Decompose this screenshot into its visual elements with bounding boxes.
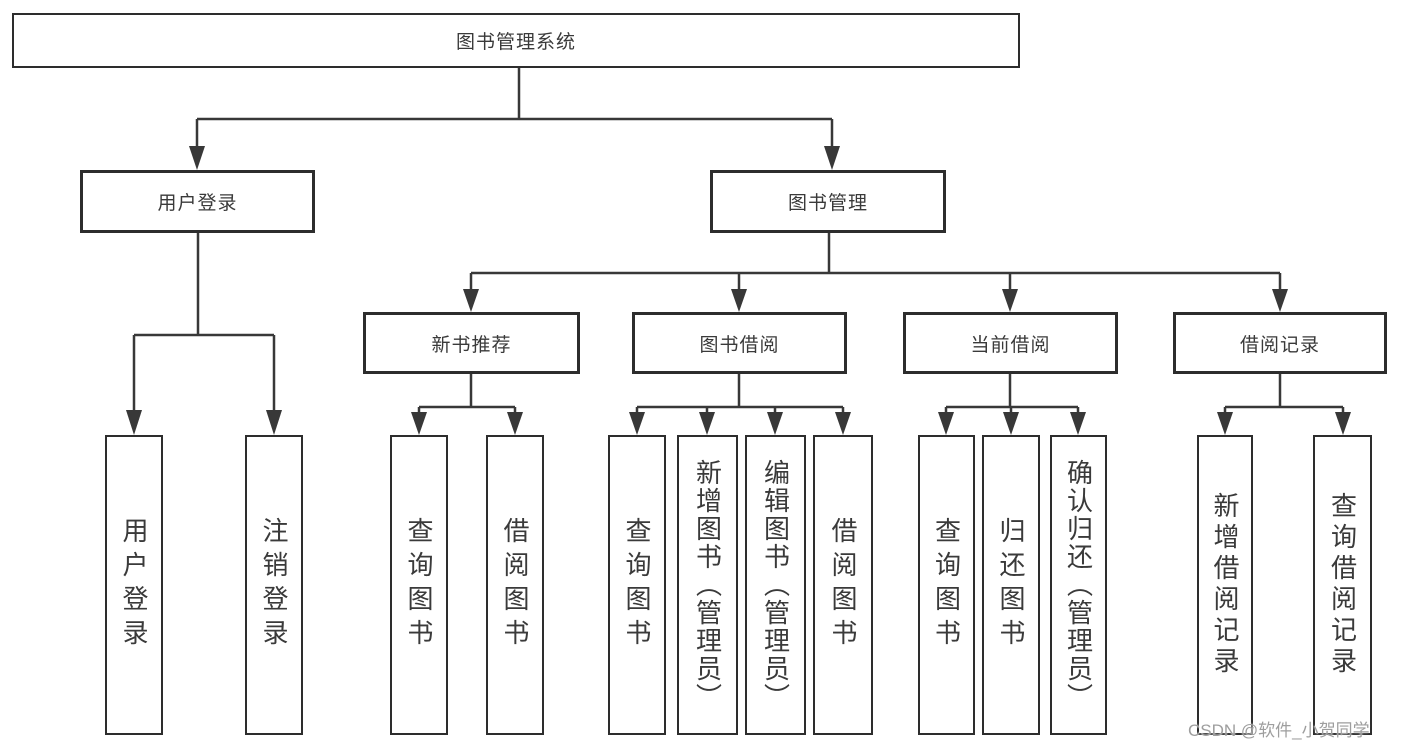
leaf-query-books-recommend: 查询图书: [390, 435, 448, 735]
leaf-query-books-borrow-label: 查询图书: [622, 517, 652, 653]
leaf-logout-label: 注销登录: [259, 517, 289, 653]
node-user-login: 用户登录: [80, 170, 315, 233]
leaf-confirm-return-admin: 确认归还（管理员）: [1050, 435, 1107, 735]
leaf-logout: 注销登录: [245, 435, 303, 735]
leaf-borrow-books-recommend-label: 借阅图书: [500, 517, 530, 653]
node-book-management: 图书管理: [710, 170, 946, 233]
node-new-book-recommend: 新书推荐: [363, 312, 580, 374]
leaf-add-borrow-record-label: 新增借阅记录: [1210, 492, 1240, 678]
node-book-borrow: 图书借阅: [632, 312, 847, 374]
leaf-return-books: 归还图书: [982, 435, 1040, 735]
leaf-borrow-books-recommend: 借阅图书: [486, 435, 544, 735]
leaf-add-books-admin: 新增图书（管理员）: [677, 435, 738, 735]
node-borrow-records-label: 借阅记录: [1239, 334, 1320, 356]
leaf-query-borrow-record-label: 查询借阅记录: [1327, 492, 1358, 678]
leaf-query-borrow-record: 查询借阅记录: [1313, 435, 1372, 735]
csdn-watermark: CSDN @软件_小贺同学: [1188, 721, 1370, 740]
leaf-query-books-borrow: 查询图书: [608, 435, 666, 735]
leaf-confirm-return-admin-label: 确认归还（管理员）: [1063, 459, 1094, 711]
node-root-library-system: 图书管理系统: [12, 13, 1020, 68]
leaf-return-books-label: 归还图书: [996, 517, 1026, 653]
node-book-management-label: 图书管理: [787, 193, 868, 214]
node-user-login-label: 用户登录: [157, 193, 238, 214]
node-current-borrow: 当前借阅: [903, 312, 1118, 374]
leaf-add-borrow-record: 新增借阅记录: [1197, 435, 1253, 735]
leaf-user-login-label: 用户登录: [119, 517, 149, 653]
node-root-label: 图书管理系统: [455, 32, 576, 53]
leaf-edit-books-admin-label: 编辑图书（管理员）: [760, 459, 791, 711]
node-book-borrow-label: 图书借阅: [699, 334, 780, 356]
leaf-query-books-recommend-label: 查询图书: [404, 517, 434, 653]
leaf-user-login: 用户登录: [105, 435, 163, 735]
leaf-borrow-books: 借阅图书: [813, 435, 873, 735]
leaf-query-books-current-label: 查询图书: [931, 517, 962, 653]
node-current-borrow-label: 当前借阅: [970, 334, 1051, 356]
leaf-add-books-admin-label: 新增图书（管理员）: [692, 459, 723, 711]
leaf-borrow-books-label: 借阅图书: [828, 517, 858, 653]
node-new-book-recommend-label: 新书推荐: [431, 334, 512, 356]
leaf-edit-books-admin: 编辑图书（管理员）: [745, 435, 806, 735]
node-borrow-records: 借阅记录: [1173, 312, 1387, 374]
leaf-query-books-current: 查询图书: [918, 435, 975, 735]
